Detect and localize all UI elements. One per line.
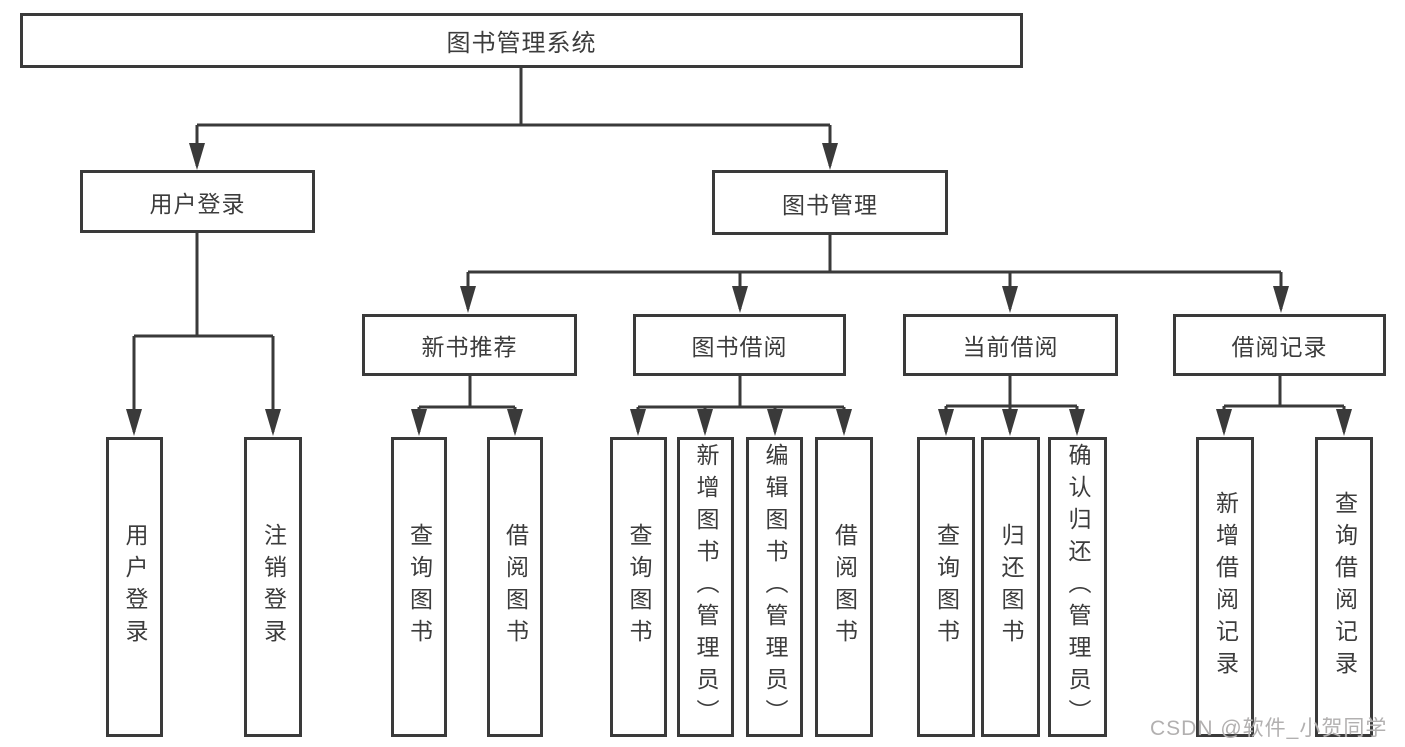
csdn-watermark: CSDN @软件_小贺同学 (1150, 717, 1388, 740)
node-current-borrow: 当前借阅 (903, 314, 1118, 376)
node-book-borrow: 图书借阅 (633, 314, 846, 376)
leaf-return-books: 归还图书 (981, 437, 1040, 737)
leaf-query-borrow-record: 查询借阅记录 (1315, 437, 1373, 737)
node-new-book-recommend: 新书推荐 (362, 314, 577, 376)
leaf-query-books-borrow: 查询图书 (610, 437, 667, 737)
node-book-management: 图书管理 (712, 170, 948, 235)
node-borrow-records: 借阅记录 (1173, 314, 1386, 376)
node-user-login: 用户登录 (80, 170, 315, 233)
node-root-title: 图书管理系统 (20, 13, 1023, 68)
leaf-confirm-return-admin: 确认归还（管理员） (1048, 437, 1107, 737)
leaf-edit-book-admin: 编辑图书（管理员） (746, 437, 803, 737)
leaf-query-books-recommend: 查询图书 (391, 437, 447, 737)
leaf-add-book-admin: 新增图书（管理员） (677, 437, 734, 737)
leaf-borrow-books: 借阅图书 (815, 437, 873, 737)
leaf-add-borrow-record: 新增借阅记录 (1196, 437, 1254, 737)
leaf-borrow-books-recommend: 借阅图书 (487, 437, 543, 737)
connector-path (132, 66, 1346, 432)
arrowheads (126, 143, 1352, 436)
leaf-logout: 注销登录 (244, 437, 302, 737)
leaf-user-login: 用户登录 (106, 437, 163, 737)
leaf-query-books-current: 查询图书 (917, 437, 975, 737)
